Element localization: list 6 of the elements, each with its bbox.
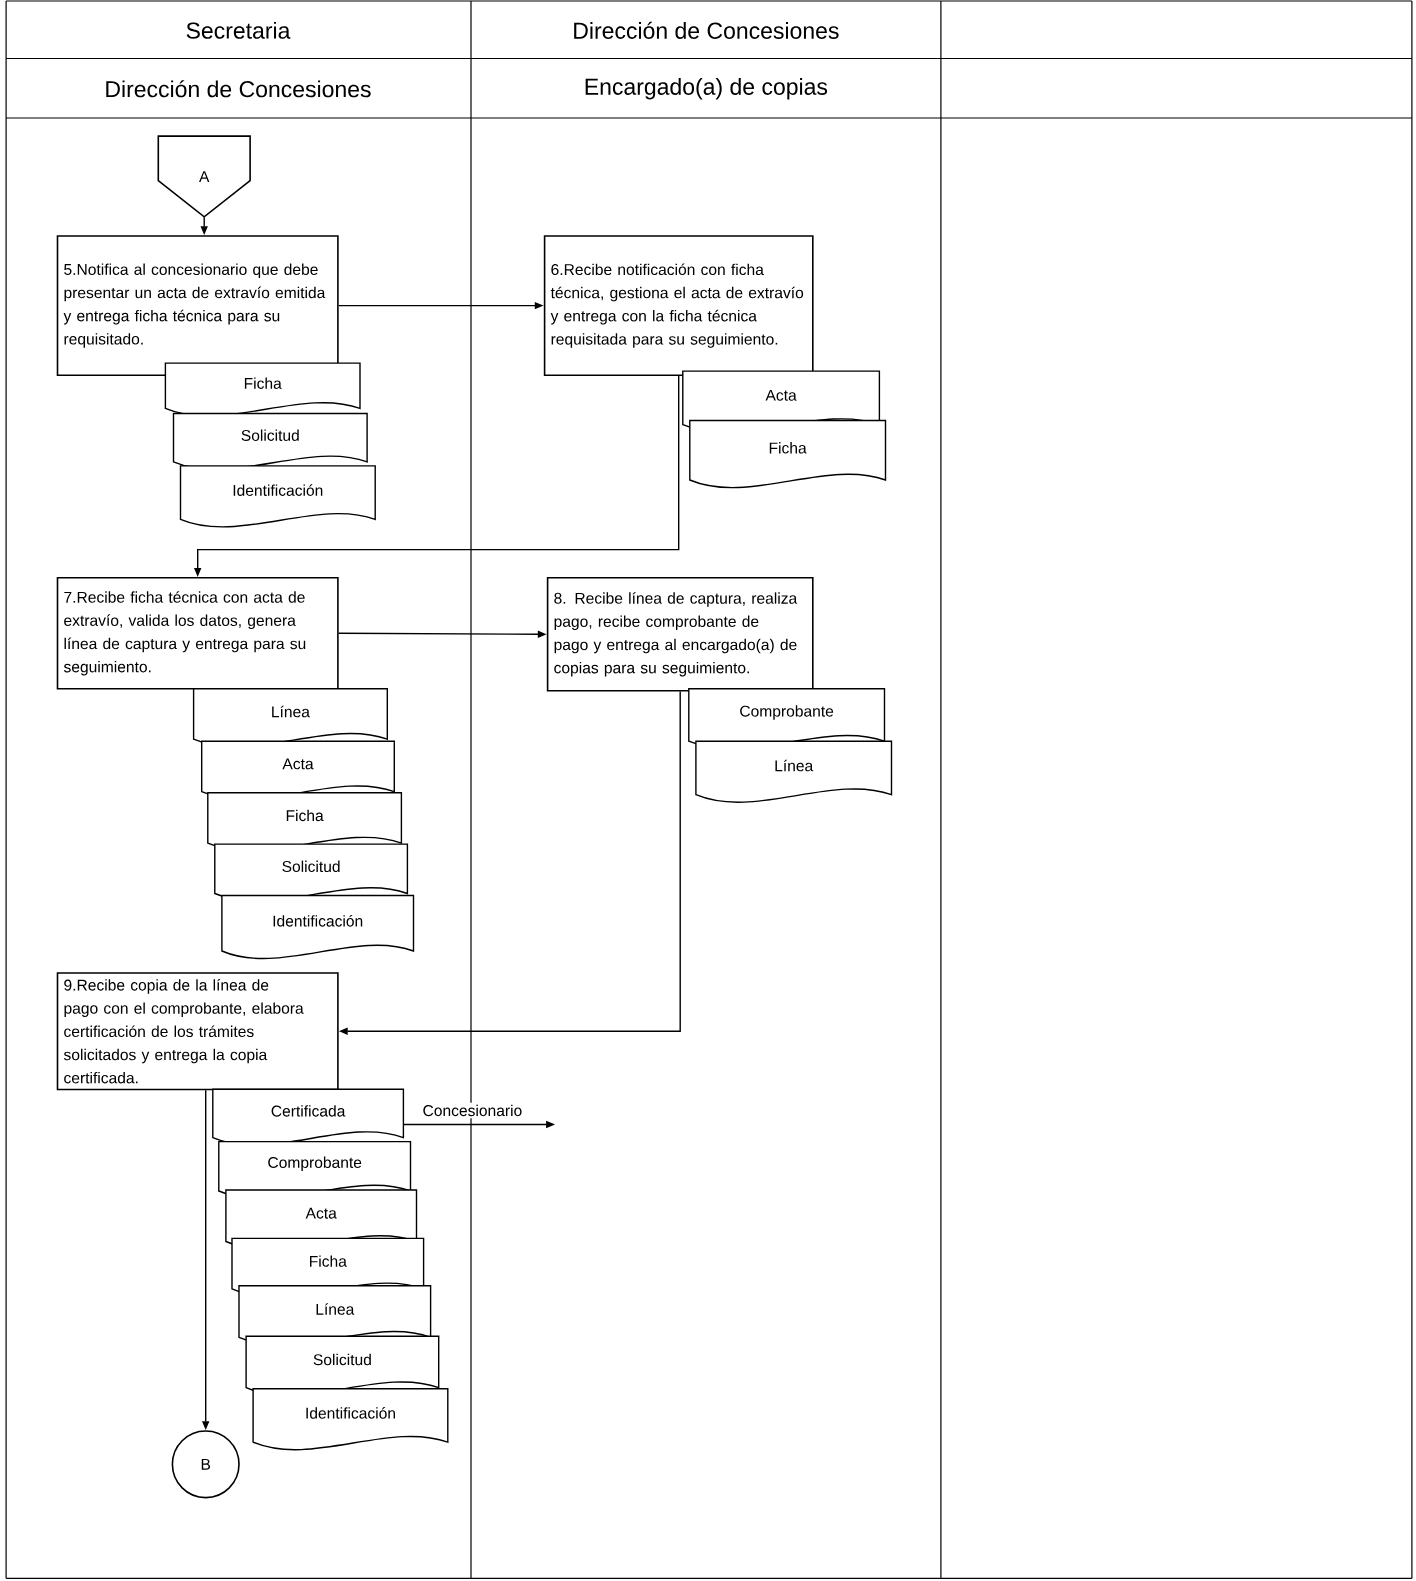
off-page-connector: A	[157, 135, 251, 218]
edge-label: Concesionario	[420, 1102, 525, 1119]
lane-header: Dirección de Concesiones	[106, 80, 371, 98]
lane-header: Secretaria	[186, 21, 291, 39]
lane-header: Dirección de Concesiones	[574, 21, 839, 39]
lane-header: Encargado(a) de copias	[585, 78, 828, 100]
